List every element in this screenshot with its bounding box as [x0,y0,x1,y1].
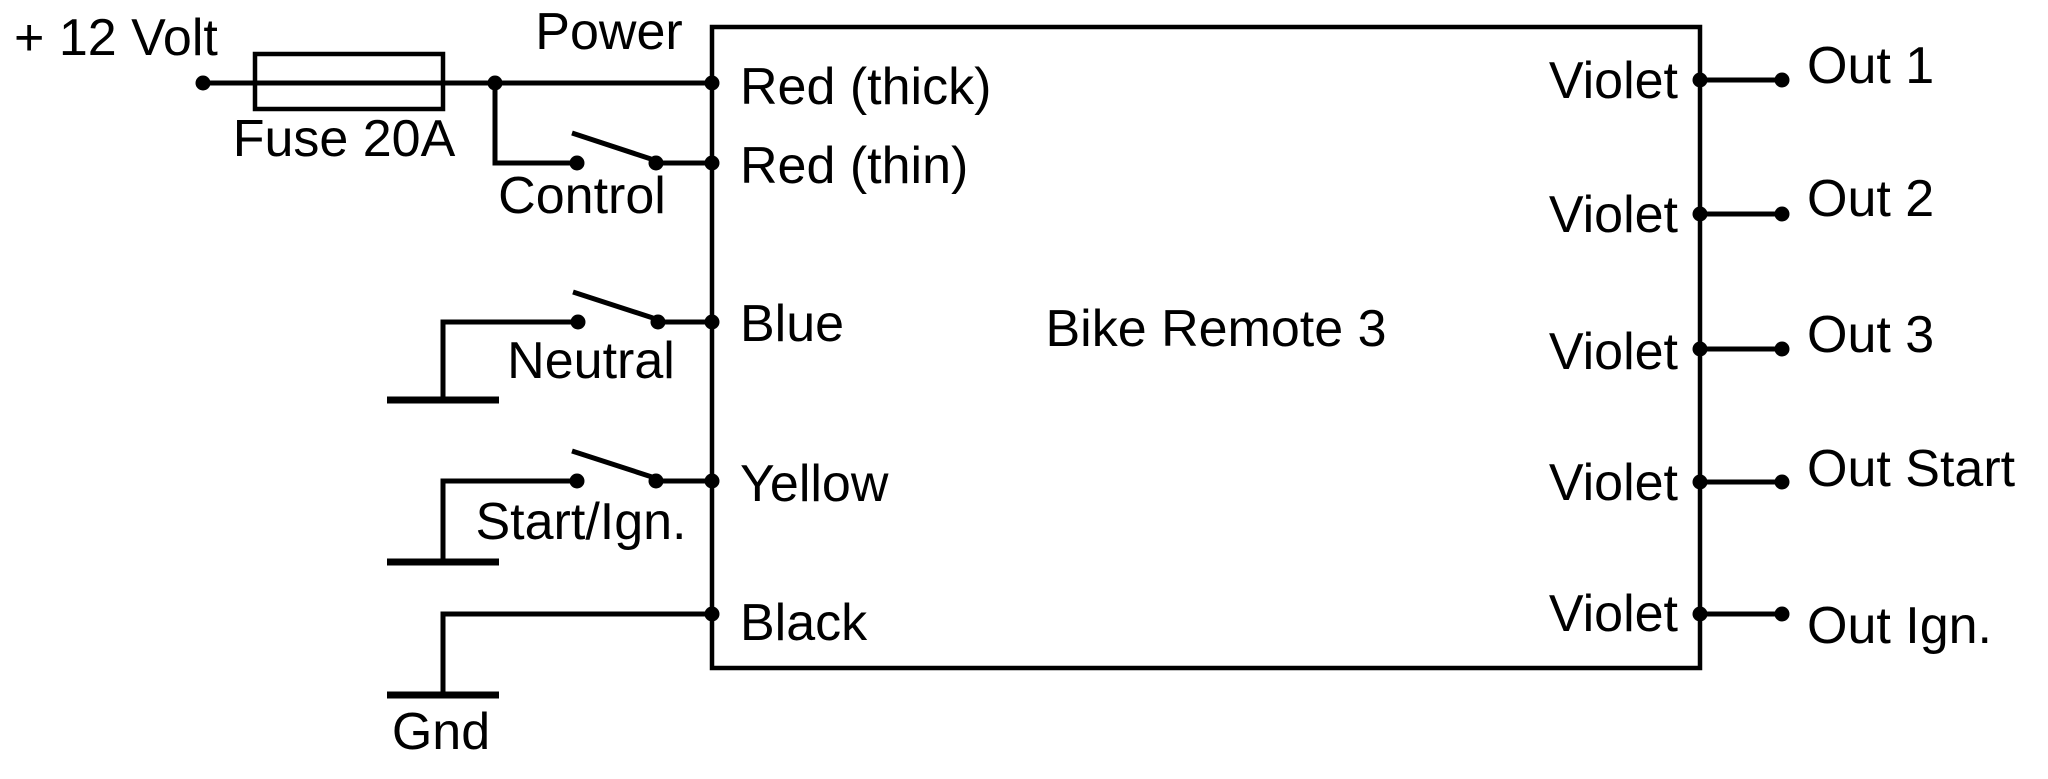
output-3-wire-label: Violet [1549,323,1679,381]
output-2-wire-label: Violet [1549,186,1679,244]
fuse-symbol [252,51,446,112]
output-row-1: Violet Out 1 [1549,37,1934,110]
pin-label-blue: Blue [740,295,844,353]
pin-dot-blue [704,314,720,330]
power-supply-circuit: + 12 Volt Fuse 20A Power [14,3,712,168]
start-ign-switch-left-contact-dot [569,473,585,489]
output-1-terminal-dot [1774,72,1790,88]
output-ign-terminal-dot [1774,606,1790,622]
pin-label-red-thick: Red (thick) [740,58,991,116]
start-ign-switch-blade [571,448,653,480]
start-ign-wire [440,478,577,562]
pin-dot-red-thin [704,155,720,171]
pin-dot-black [704,606,720,622]
output-2-label: Out 2 [1807,170,1934,228]
neutral-switch-input: Neutral [387,289,712,404]
supply-label: + 12 Volt [14,9,218,67]
power-label: Power [535,3,682,61]
output-start-label: Out Start [1807,440,2016,498]
neutral-wire [440,319,578,400]
output-row-2: Violet Out 2 [1549,170,1934,244]
pin-dot-yellow [704,473,720,489]
fuse-label: Fuse 20A [233,110,456,168]
output-row-3: Violet Out 3 [1549,306,1934,381]
supply-terminal-dot [195,75,211,91]
ground-input: Gnd [387,611,712,761]
pin-dot-red-thick [704,75,720,91]
module-box-group: Bike Remote 3 Red (thick) Red (thin) Blu… [704,24,1703,671]
output-1-label: Out 1 [1807,37,1934,95]
ground-wire [440,611,712,695]
output-2-terminal-dot [1774,206,1790,222]
pin-label-red-thin: Red (thin) [740,137,968,195]
output-row-start: Violet Out Start [1549,440,2016,512]
neutral-label: Neutral [507,332,675,390]
output-3-label: Out 3 [1807,306,1934,364]
pin-label-yellow: Yellow [740,455,889,513]
control-switch-left-contact-dot [569,155,585,171]
output-start-terminal-dot [1774,474,1790,490]
neutral-switch-left-contact-dot [570,314,586,330]
output-start-wire-label: Violet [1549,454,1679,512]
gnd-label: Gnd [392,703,490,761]
start-ign-switch-input: Start/Ign. [387,448,712,566]
control-branch-wire [492,83,577,166]
output-1-wire-label: Violet [1549,52,1679,110]
start-ign-label: Start/Ign. [476,493,687,551]
control-switch-branch: Control [492,83,712,225]
control-switch-blade [571,130,652,162]
pin-label-black: Black [740,594,868,652]
output-ign-wire-label: Violet [1549,585,1679,643]
module-title: Bike Remote 3 [1045,300,1386,358]
neutral-switch-blade [572,289,654,321]
control-label: Control [498,167,666,225]
output-row-ign: Violet Out Ign. [1549,585,1992,655]
output-3-terminal-dot [1774,341,1790,357]
output-ign-label: Out Ign. [1807,597,1992,655]
